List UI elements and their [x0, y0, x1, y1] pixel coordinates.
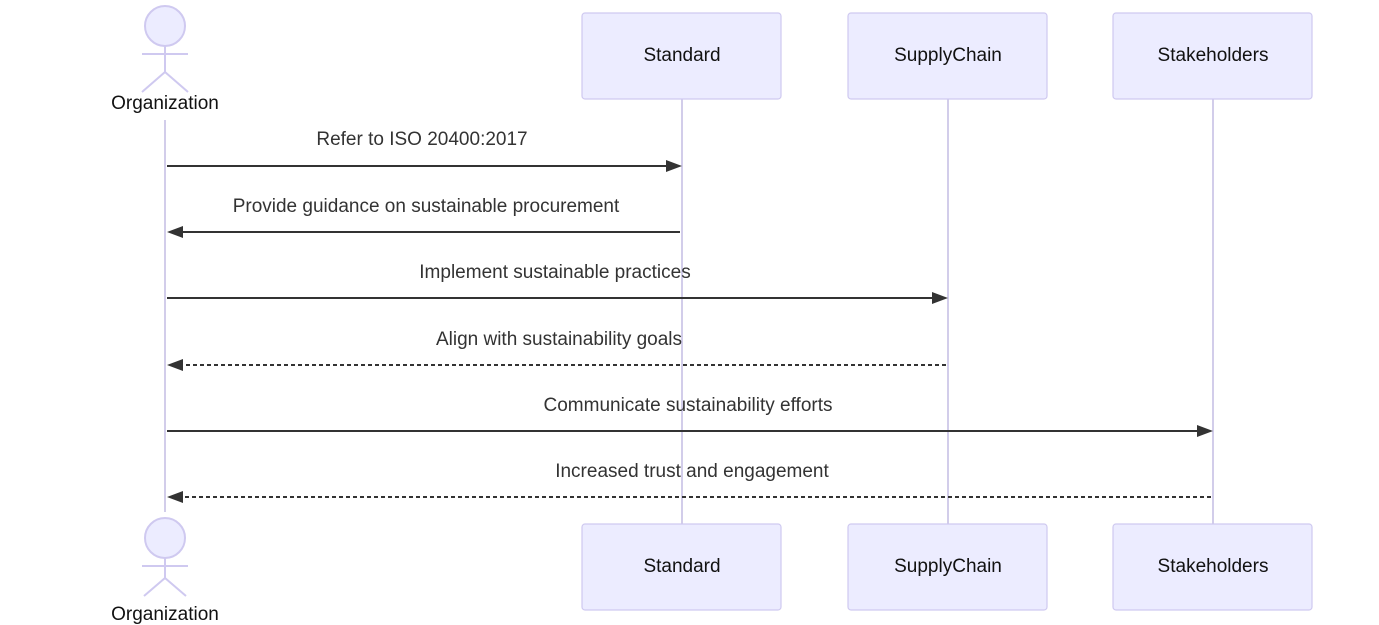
message-label: Provide guidance on sustainable procurem…: [233, 196, 620, 217]
participant-stakeholders-bottom: Stakeholders: [1112, 523, 1313, 611]
arrowhead-icon: [167, 359, 183, 371]
message-label: Align with sustainability goals: [436, 329, 682, 350]
actor-right-leg: [164, 577, 187, 597]
participant-label: Stakeholders: [1158, 45, 1269, 66]
arrowhead-icon: [167, 491, 183, 503]
message-label: Refer to ISO 20400:2017: [316, 129, 527, 150]
message-label: Implement sustainable practices: [419, 262, 690, 283]
participant-standard-top: Standard: [581, 12, 782, 100]
participant-label: Standard: [643, 45, 720, 66]
actor-organization-top: Organization: [111, 5, 219, 114]
participant-label: Standard: [643, 556, 720, 577]
participant-box: [847, 523, 1048, 611]
message-1: Refer to ISO 20400:2017: [167, 129, 682, 172]
participant-box: [1112, 523, 1313, 611]
message-label: Increased trust and engagement: [555, 461, 829, 482]
actor-label-top: Organization: [111, 93, 219, 114]
message-6: Increased trust and engagement: [167, 461, 1211, 503]
participant-label: Stakeholders: [1158, 556, 1269, 577]
participant-box: [1112, 12, 1313, 100]
participant-box: [581, 12, 782, 100]
participant-box: [847, 12, 1048, 100]
participant-stakeholders-top: Stakeholders: [1112, 12, 1313, 100]
participant-supplychain-top: SupplyChain: [847, 12, 1048, 100]
actor-left-leg: [141, 71, 166, 93]
participant-box: [581, 523, 782, 611]
message-3: Implement sustainable practices: [167, 262, 948, 304]
arrowhead-icon: [1197, 425, 1213, 437]
arrowhead-icon: [167, 226, 183, 238]
message-label: Communicate sustainability efforts: [544, 395, 833, 416]
arrowhead-icon: [932, 292, 948, 304]
actor-organization-bottom: Organization: [111, 517, 219, 625]
actor-left-leg: [143, 577, 166, 597]
participant-supplychain-bottom: SupplyChain: [847, 523, 1048, 611]
arrowhead-icon: [666, 160, 682, 172]
participant-label: SupplyChain: [894, 556, 1002, 577]
participant-label: SupplyChain: [894, 45, 1002, 66]
actor-head-icon: [144, 5, 186, 47]
message-4: Align with sustainability goals: [167, 329, 946, 371]
participant-standard-bottom: Standard: [581, 523, 782, 611]
actor-label-bottom: Organization: [111, 604, 219, 625]
message-5: Communicate sustainability efforts: [167, 395, 1213, 437]
message-2: Provide guidance on sustainable procurem…: [167, 196, 680, 238]
actor-right-leg: [164, 71, 189, 93]
actor-head-icon: [144, 517, 186, 559]
